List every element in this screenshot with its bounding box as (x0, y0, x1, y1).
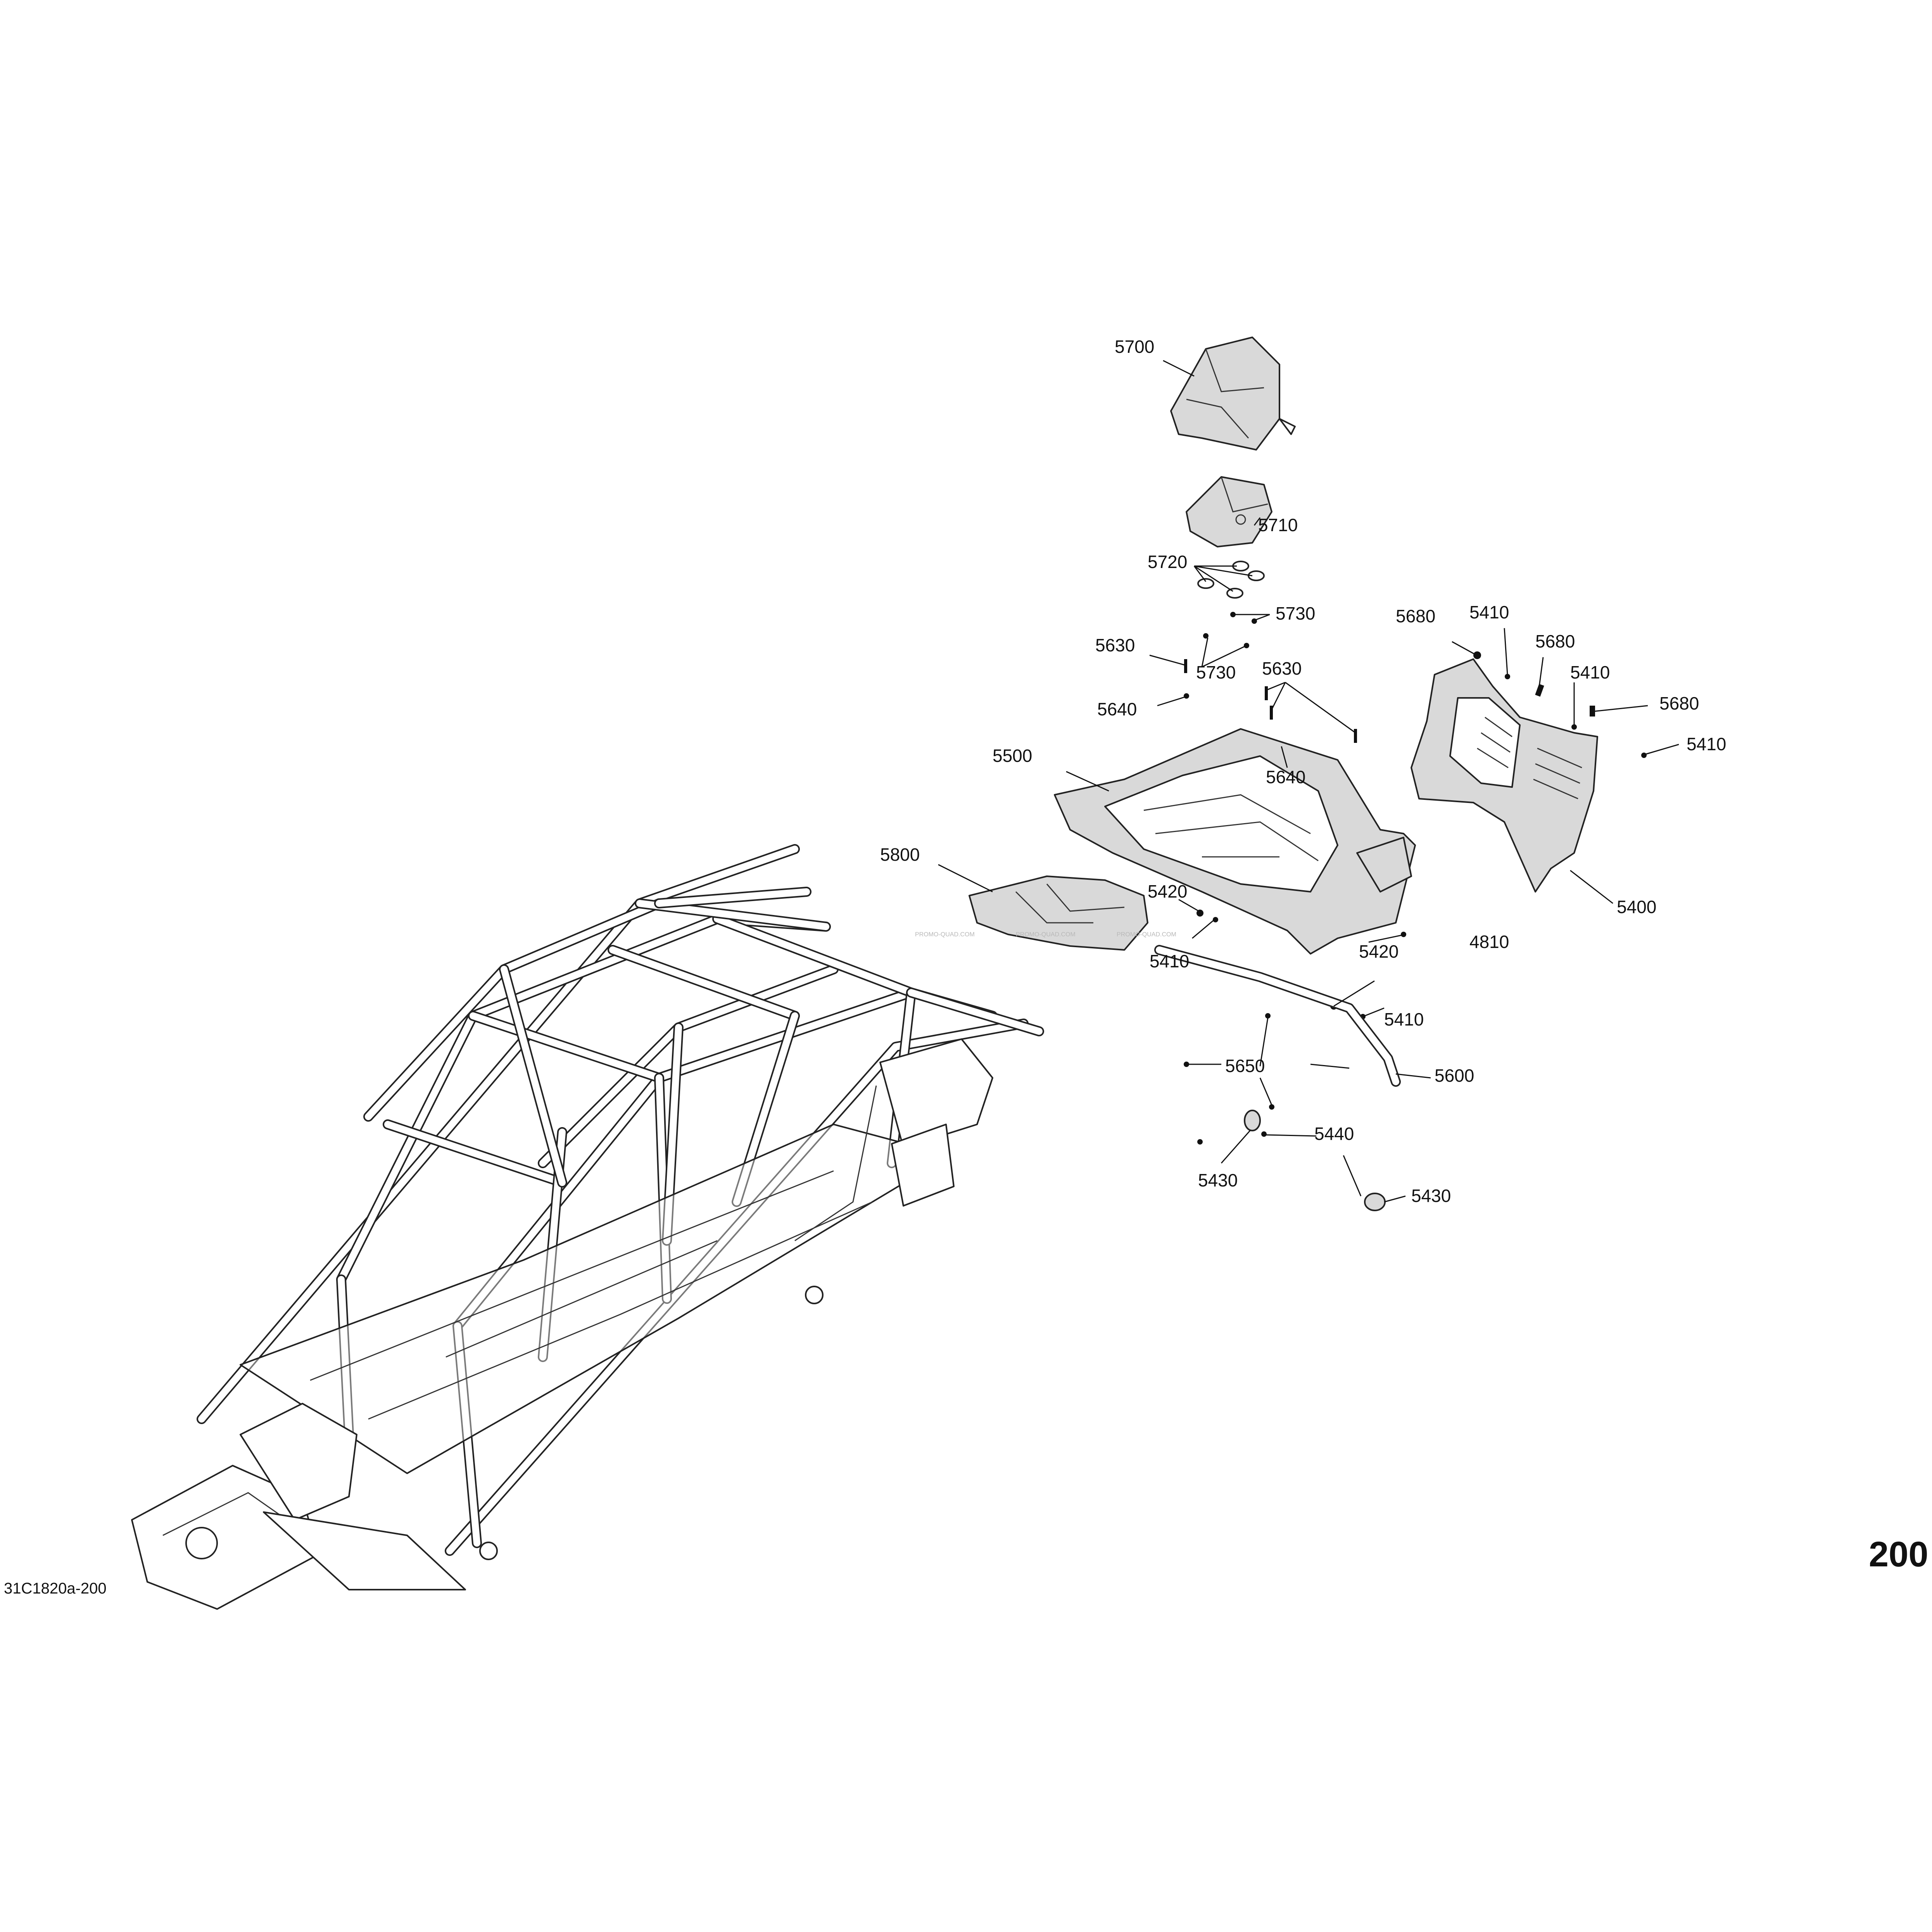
callout-5420: 5420 (1148, 881, 1187, 901)
part-5700-cover (1170, 337, 1296, 451)
callout-5680: 5680 (1659, 693, 1699, 713)
callout-5630: 5630 (1095, 635, 1135, 655)
callout-5440: 5440 (1314, 1124, 1354, 1144)
callout-5410: 5410 (1150, 951, 1189, 971)
callout-5410: 5410 (1469, 602, 1509, 622)
callout-5730: 5730 (1276, 603, 1315, 623)
callout-5700: 5700 (1115, 337, 1154, 357)
callout-5680: 5680 (1535, 631, 1575, 651)
callout-5400: 5400 (1617, 897, 1656, 917)
part-5800-bin (969, 875, 1148, 951)
part-5400-side-panel (1411, 658, 1598, 893)
callout-5640: 5640 (1097, 699, 1137, 719)
callout-5640: 5640 (1266, 767, 1305, 787)
callout-4810: 4810 (1469, 932, 1509, 952)
callout-5410: 5410 (1570, 662, 1610, 682)
callout-5730: 5730 (1196, 662, 1236, 682)
callout-5410: 5410 (1687, 734, 1726, 754)
callout-5680: 5680 (1396, 606, 1435, 626)
leader-lines (938, 360, 1679, 1203)
callout-5410: 5410 (1384, 1009, 1424, 1029)
callout-5600: 5600 (1435, 1065, 1474, 1086)
part-5500-tray (1054, 728, 1416, 955)
part-5600-rail (1154, 945, 1401, 1087)
page-number: 200 (1869, 1535, 1929, 1574)
callout-5500: 5500 (993, 746, 1032, 766)
callout-5430: 5430 (1198, 1170, 1238, 1190)
figure-reference: 31C1820a-200 (4, 1580, 107, 1597)
callout-5720: 5720 (1148, 552, 1187, 572)
callout-5710: 5710 (1258, 515, 1298, 535)
part-5710-bracket (1186, 476, 1272, 547)
watermark-text: PROMO-QUAD.COM (1016, 931, 1076, 938)
callout-5800: 5800 (880, 844, 920, 865)
watermark-text: PROMO-QUAD.COM (1117, 931, 1176, 938)
chassis-frame (131, 844, 1044, 1610)
callout-5420: 5420 (1359, 941, 1398, 962)
callout-labels: 5700 5710 5720 5730 5730 5630 5630 5640 … (880, 337, 1726, 1206)
callout-5630: 5630 (1262, 658, 1302, 679)
callout-5650: 5650 (1225, 1056, 1265, 1076)
callout-5430: 5430 (1411, 1186, 1451, 1206)
watermark-text: PROMO-QUAD.COM (915, 931, 975, 938)
